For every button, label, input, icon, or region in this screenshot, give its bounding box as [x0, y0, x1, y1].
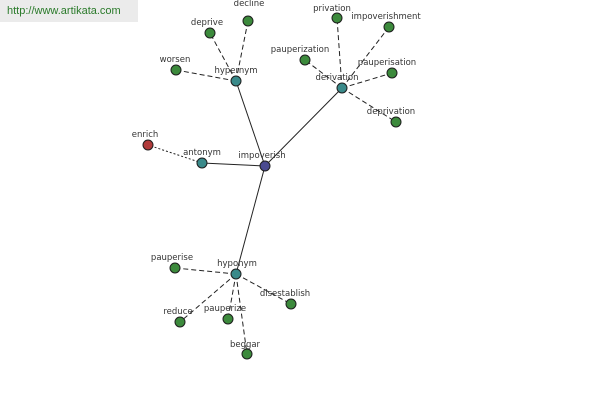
node-pauperize[interactable]: pauperize [204, 304, 246, 325]
edge-derivation-pauperisation [341, 72, 393, 89]
node-label-antonym[interactable]: antonym [183, 148, 221, 158]
node-label-deprivation[interactable]: deprivation [367, 107, 415, 117]
node-marker-antonym[interactable] [196, 157, 208, 169]
node-worsen[interactable]: worsen [160, 55, 191, 76]
edge-hypernym-worsen [175, 69, 237, 82]
edge-derivation-privation [336, 17, 343, 89]
node-label-impoverishment[interactable]: impoverishment [351, 12, 421, 22]
node-label-pauperisation[interactable]: pauperisation [358, 58, 416, 68]
edge-hyponym-disestablish [235, 273, 292, 305]
node-label-pauperization[interactable]: pauperization [271, 45, 329, 55]
node-label-hypernym[interactable]: hypernym [214, 66, 257, 76]
node-derivation[interactable]: derivation [315, 73, 359, 94]
node-privation[interactable]: privation [313, 4, 351, 24]
node-marker-deprivation[interactable] [390, 116, 402, 128]
node-label-decline[interactable]: decline [234, 0, 265, 9]
node-marker-decline[interactable] [242, 15, 254, 27]
node-reduce[interactable]: reduce [163, 307, 193, 328]
node-disestablish[interactable]: disestablish [260, 289, 310, 310]
edge-hyponym-reduce [179, 273, 237, 323]
node-label-disestablish[interactable]: disestablish [260, 289, 310, 299]
nodes-layer: impoverish hypernym derivation antonym hypon… [132, 0, 421, 360]
node-impoverish[interactable]: impoverish [238, 151, 286, 172]
node-label-pauperize[interactable]: pauperize [204, 304, 246, 314]
edge-hypernym-decline [235, 20, 249, 82]
node-decline[interactable]: decline [234, 0, 265, 27]
node-marker-impoverish[interactable] [259, 160, 271, 172]
edge-derivation-deprivation [341, 87, 397, 123]
node-marker-pauperize[interactable] [222, 313, 234, 325]
node-label-privation[interactable]: privation [313, 4, 351, 14]
site-watermark[interactable]: http://www.artikata.com [0, 0, 138, 22]
edge-derivation-impoverishment [341, 26, 390, 89]
node-label-deprive[interactable]: deprive [191, 18, 223, 28]
node-marker-pauperization[interactable] [299, 54, 311, 66]
edges-layer [147, 17, 397, 355]
node-pauperisation[interactable]: pauperisation [358, 58, 416, 79]
node-marker-beggar[interactable] [241, 348, 253, 360]
node-hypernym[interactable]: hypernym [214, 66, 258, 87]
node-enrich[interactable]: enrich [132, 130, 159, 151]
node-marker-hypernym[interactable] [230, 75, 242, 87]
node-label-worsen[interactable]: worsen [160, 55, 191, 65]
node-impoverishment[interactable]: impoverishment [351, 12, 421, 33]
node-marker-deprive[interactable] [204, 27, 216, 39]
node-marker-reduce[interactable] [174, 316, 186, 328]
node-marker-impoverishment[interactable] [383, 21, 395, 33]
node-marker-hyponym[interactable] [230, 268, 242, 280]
node-deprive[interactable]: deprive [191, 18, 223, 39]
node-marker-disestablish[interactable] [285, 298, 297, 310]
edge-impoverish-derivation [264, 87, 343, 167]
node-label-hyponym[interactable]: hyponym [217, 259, 257, 269]
node-pauperization[interactable]: pauperization [271, 45, 329, 66]
node-label-pauperise[interactable]: pauperise [151, 253, 193, 263]
edge-impoverish-hypernym [235, 80, 266, 167]
edge-impoverish-hyponym [235, 165, 266, 275]
node-marker-worsen[interactable] [170, 64, 182, 76]
edge-impoverish-antonym [201, 162, 266, 167]
node-marker-pauperisation[interactable] [386, 67, 398, 79]
node-label-enrich[interactable]: enrich [132, 130, 159, 140]
node-label-impoverish[interactable]: impoverish [238, 151, 285, 161]
node-marker-privation[interactable] [331, 12, 343, 24]
node-label-derivation[interactable]: derivation [315, 73, 358, 83]
edge-hypernym-deprive [209, 32, 237, 82]
node-label-reduce[interactable]: reduce [163, 307, 192, 317]
edge-hyponym-beggar [235, 273, 248, 355]
node-deprivation[interactable]: deprivation [367, 107, 415, 128]
node-marker-enrich[interactable] [142, 139, 154, 151]
node-marker-derivation[interactable] [336, 82, 348, 94]
edge-hyponym-pauperise [174, 267, 237, 275]
node-hyponym[interactable]: hyponym [217, 259, 257, 280]
node-pauperise[interactable]: pauperise [151, 253, 193, 274]
node-antonym[interactable]: antonym [183, 148, 221, 169]
node-marker-pauperise[interactable] [169, 262, 181, 274]
node-beggar[interactable]: beggar [230, 340, 261, 360]
node-label-beggar[interactable]: beggar [230, 340, 261, 350]
edge-antonym-enrich [147, 144, 203, 164]
